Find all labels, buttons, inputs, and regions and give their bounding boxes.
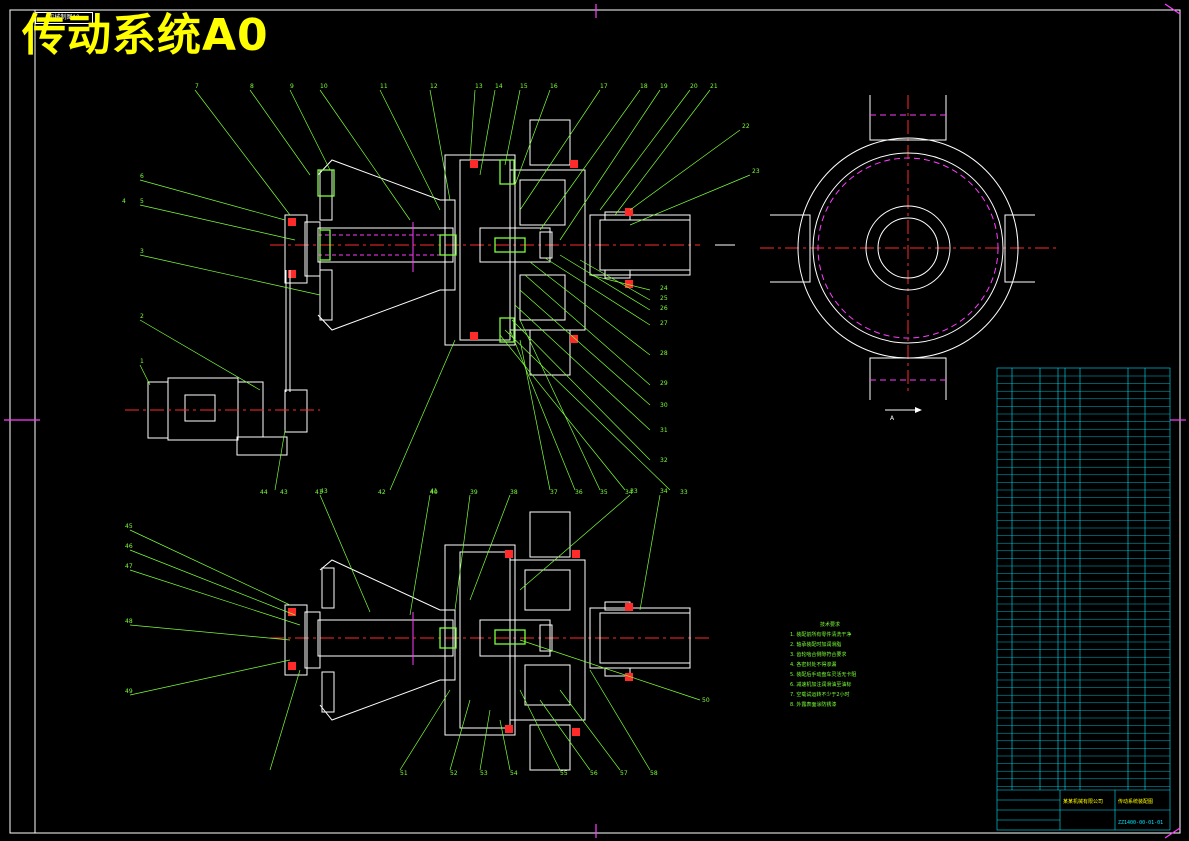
bottom-section-view bbox=[270, 511, 710, 771]
part-label: 35 bbox=[600, 489, 608, 496]
part-label: 47 bbox=[125, 563, 133, 570]
top-leaders bbox=[139, 89, 751, 491]
parts-list-table bbox=[996, 367, 1171, 831]
part-label: 18 bbox=[640, 83, 648, 90]
part-label: 44 bbox=[260, 489, 268, 496]
part-label: 13 bbox=[475, 83, 483, 90]
technical-note-item: 1. 装配前所有零件清洗干净 bbox=[790, 632, 852, 638]
part-label: 41 bbox=[315, 489, 323, 496]
drawing-title: 传动系统A0 bbox=[22, 10, 269, 61]
part-label: 20 bbox=[690, 83, 698, 90]
part-label: 6 bbox=[140, 173, 144, 180]
section-label: A bbox=[890, 415, 895, 422]
technical-note-item: 2. 轴承装配时加润滑脂 bbox=[790, 642, 842, 648]
part-label: 7 bbox=[195, 83, 199, 90]
technical-note-item: 7. 空载试运转不少于2小时 bbox=[790, 692, 850, 698]
part-label: 41 bbox=[430, 488, 438, 495]
part-label: 42 bbox=[378, 489, 386, 496]
part-label: 2 bbox=[140, 313, 144, 320]
drawing-number: ZZ1400-00-01-01 bbox=[1118, 820, 1163, 826]
part-label: 8 bbox=[250, 83, 254, 90]
company-name: 某某机械有限公司 bbox=[1063, 798, 1103, 805]
drawing-name: 传动系统装配图 bbox=[1118, 798, 1153, 805]
part-label: 12 bbox=[430, 83, 438, 90]
part-label: 17 bbox=[600, 83, 608, 90]
technical-notes: 技术要求 1. 装配前所有零件清洗干净 2. 轴承装配时加润滑脂 3. 齿轮啮合侧隙符… bbox=[790, 620, 856, 710]
part-label: 34 bbox=[625, 489, 633, 496]
technical-note-item: 4. 各密封处不得渗漏 bbox=[790, 662, 837, 668]
part-label: 3 bbox=[140, 248, 144, 255]
part-label: 53 bbox=[480, 770, 488, 777]
part-label: 5 bbox=[140, 198, 144, 205]
part-label: 43 bbox=[280, 489, 288, 496]
part-label: 34 bbox=[660, 488, 668, 495]
part-label: 38 bbox=[510, 489, 518, 496]
part-label: 54 bbox=[510, 770, 518, 777]
part-label: 22 bbox=[742, 123, 750, 130]
technical-notes-title: 技术要求 bbox=[820, 622, 841, 628]
end-view bbox=[715, 95, 1060, 413]
bottom-leaders bbox=[129, 494, 701, 771]
part-label: 33 bbox=[630, 488, 638, 495]
part-label: 51 bbox=[400, 770, 408, 777]
part-label: 19 bbox=[660, 83, 668, 90]
technical-note-item: 5. 装配后手动盘车灵活无卡阻 bbox=[790, 672, 857, 678]
part-label: 50 bbox=[702, 697, 710, 704]
part-label: 23 bbox=[752, 168, 760, 175]
top-label-group: 7 8 9 10 11 12 13 14 15 16 17 18 19 20 2… bbox=[122, 83, 760, 496]
technical-note-item: 8. 外露表面涂防锈漆 bbox=[790, 702, 837, 708]
part-label: 31 bbox=[660, 427, 668, 434]
part-label: 39 bbox=[470, 489, 478, 496]
part-label: 21 bbox=[710, 83, 718, 90]
title-block bbox=[997, 789, 1170, 830]
part-label: 46 bbox=[125, 543, 133, 550]
part-label: 30 bbox=[660, 402, 668, 409]
part-label: 52 bbox=[450, 770, 458, 777]
part-label: 25 bbox=[660, 295, 668, 302]
part-label: 28 bbox=[660, 350, 668, 357]
part-label: 48 bbox=[125, 618, 133, 625]
part-label: 24 bbox=[660, 285, 668, 292]
part-label: 45 bbox=[125, 523, 133, 530]
part-label: 43 bbox=[320, 488, 328, 495]
top-section-view bbox=[125, 119, 700, 456]
part-label: 9 bbox=[290, 83, 294, 90]
part-label: 49 bbox=[125, 688, 133, 695]
bottom-label-group: 45 46 47 48 49 41 43 33 34 50 51 52 53 5… bbox=[125, 488, 710, 777]
drawing-stamp: 机械制图A0 bbox=[35, 12, 93, 24]
part-label: 55 bbox=[560, 770, 568, 777]
technical-note-item: 3. 齿轮啮合侧隙符合要求 bbox=[790, 652, 847, 658]
part-label: 14 bbox=[495, 83, 503, 90]
parts-list-rows bbox=[997, 375, 1170, 787]
part-label: 27 bbox=[660, 320, 668, 327]
part-label: 33 bbox=[680, 489, 688, 496]
part-label: 1 bbox=[140, 358, 144, 365]
center-marks bbox=[4, 3, 1186, 839]
part-label: 56 bbox=[590, 770, 598, 777]
part-label: 15 bbox=[520, 83, 528, 90]
drawing-border bbox=[9, 9, 1181, 834]
part-label: 32 bbox=[660, 457, 668, 464]
part-label: 10 bbox=[320, 83, 328, 90]
part-label: 40 bbox=[430, 489, 438, 496]
part-label: 16 bbox=[550, 83, 558, 90]
technical-note-item: 6. 减速机加注润滑油至油标 bbox=[790, 682, 852, 688]
part-label: 57 bbox=[620, 770, 628, 777]
part-label: 4 bbox=[122, 198, 126, 205]
part-label: 29 bbox=[660, 380, 668, 387]
part-label: 11 bbox=[380, 83, 388, 90]
part-label: 26 bbox=[660, 305, 668, 312]
part-label: 37 bbox=[550, 489, 558, 496]
part-label: 36 bbox=[575, 489, 583, 496]
part-label: 58 bbox=[650, 770, 658, 777]
